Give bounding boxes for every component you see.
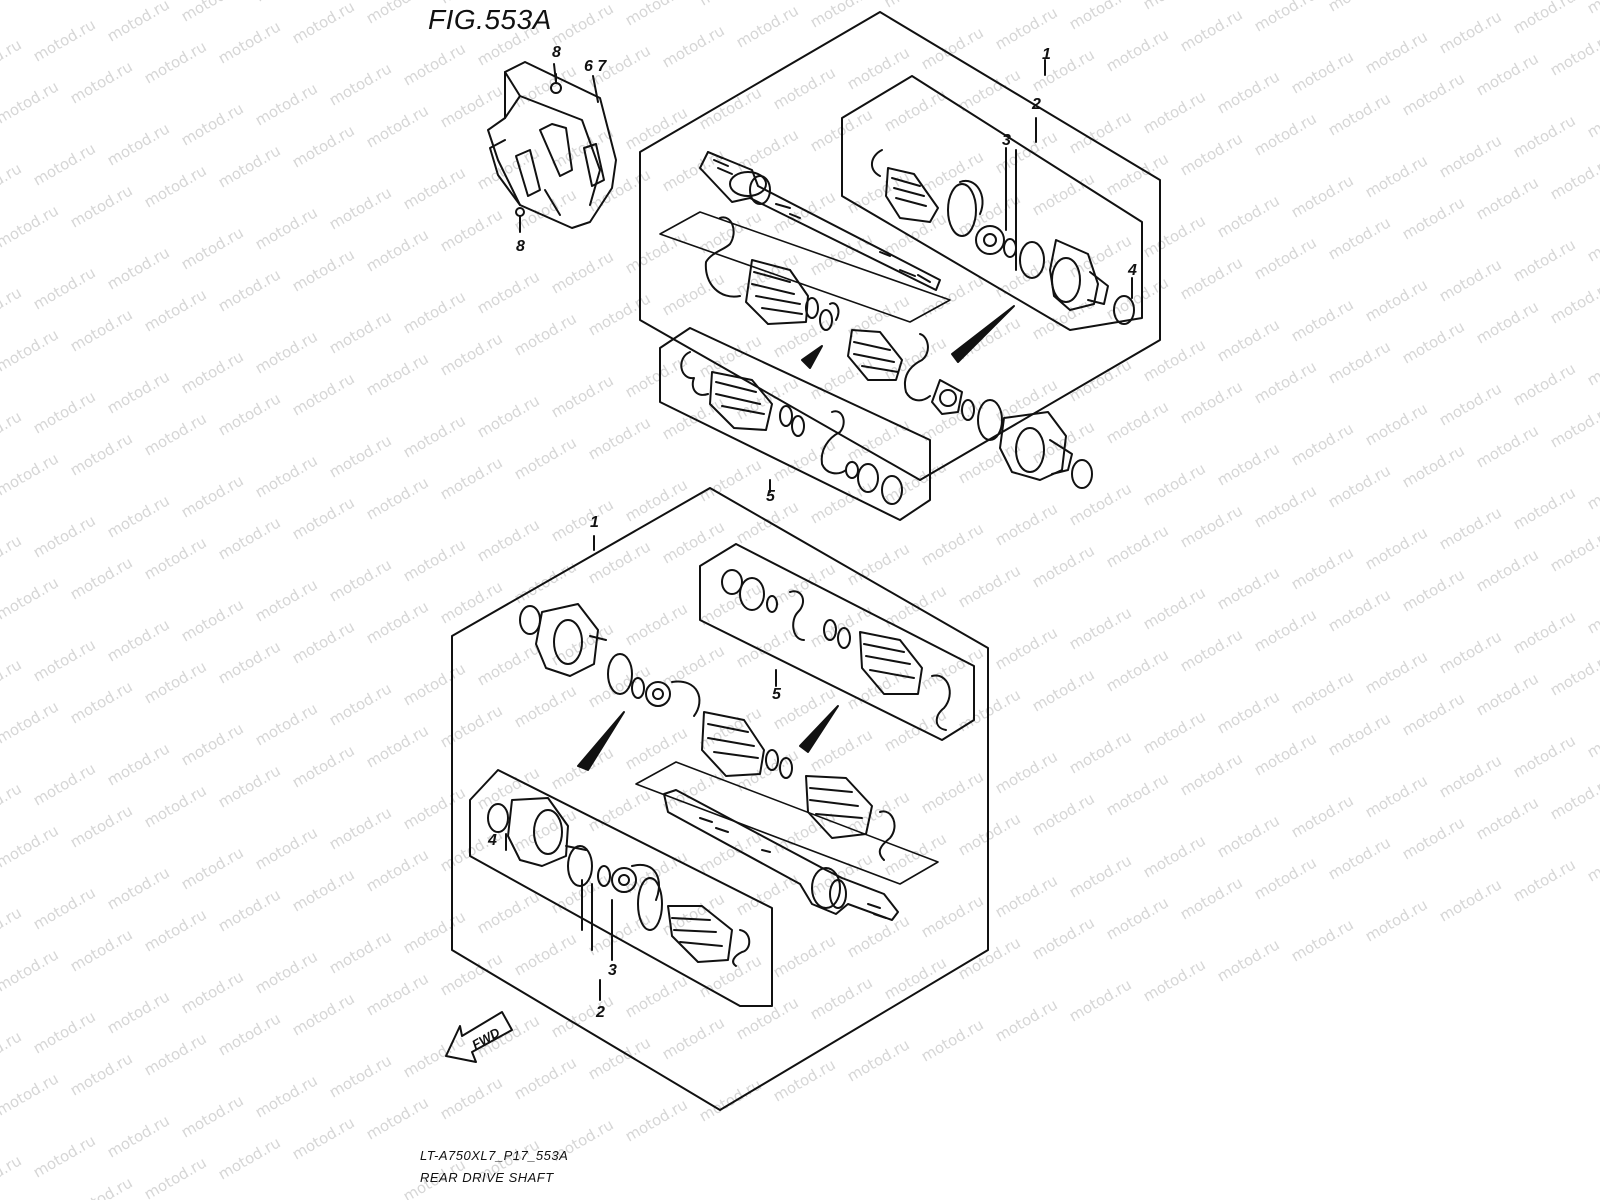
diagram-caption: REAR DRIVE SHAFT bbox=[420, 1170, 554, 1185]
upper-boot-set-parts bbox=[680, 351, 903, 505]
callout-lower-joint-set: 2 bbox=[596, 1004, 605, 1021]
callout-lower-assy: 1 bbox=[590, 514, 599, 531]
callout-upper-circlip: 4 bbox=[1128, 262, 1137, 279]
arrow-icon bbox=[801, 345, 823, 369]
upper-joint-parts bbox=[871, 149, 1135, 325]
upper-shaft-box bbox=[659, 211, 951, 323]
upper-assembly-outline bbox=[639, 11, 1161, 481]
model-code: LT-A750XL7_P17_553A bbox=[420, 1148, 569, 1163]
lower-outer-joint-parts bbox=[519, 603, 896, 861]
lower-axle-shaft bbox=[663, 789, 899, 921]
lower-boot-set-parts bbox=[721, 569, 951, 731]
lower-joint-parts bbox=[487, 797, 751, 967]
lower-boot-set-outline bbox=[699, 543, 975, 741]
callout-lower-joint: 3 bbox=[608, 962, 617, 979]
callout-upper-boot-set: 5 bbox=[766, 488, 775, 505]
lower-joint-set-outline bbox=[469, 769, 773, 1007]
arrow-icon bbox=[577, 711, 625, 771]
callout-lower-circlip: 4 bbox=[488, 832, 497, 849]
callout-bracket-parts: 6 7 bbox=[584, 58, 607, 75]
callout-upper-assy: 1 bbox=[1042, 46, 1051, 63]
fwd-arrow-icon bbox=[445, 1011, 513, 1063]
lower-shaft-box bbox=[635, 761, 939, 885]
arrow-icon bbox=[951, 305, 1015, 363]
arrow-icon bbox=[799, 705, 839, 753]
upper-inner-boot-parts bbox=[704, 216, 1093, 489]
upper-boot-set-outline bbox=[659, 327, 931, 521]
callout-upper-joint-set: 2 bbox=[1032, 96, 1041, 113]
upper-axle-shaft bbox=[699, 151, 941, 291]
figure-title: FIG.553A bbox=[428, 4, 552, 35]
callout-bolt-bottom: 8 bbox=[516, 238, 525, 255]
callout-lower-boot-set: 5 bbox=[772, 686, 781, 703]
lower-assembly-outline bbox=[451, 487, 989, 1111]
shaft-guard-bracket bbox=[487, 61, 617, 229]
callout-upper-joint: 3 bbox=[1002, 132, 1011, 149]
upper-joint-set-outline bbox=[841, 75, 1143, 331]
callout-bolt-top: 8 bbox=[552, 44, 561, 61]
